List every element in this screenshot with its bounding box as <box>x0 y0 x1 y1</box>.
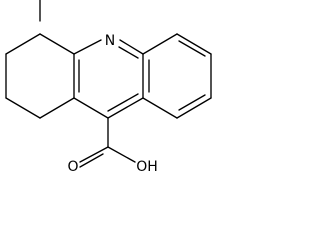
bond-carboxyl-carbonyl <box>79 146 109 163</box>
bond-benzene-top-right-double <box>178 40 206 57</box>
bond-pyridine-bottom-right <box>107 97 144 119</box>
chemical-structure-diagram: N O OH <box>5 0 212 175</box>
bond-ring1-bottom-left <box>5 97 41 119</box>
bond-ring1-top-right <box>39 33 75 55</box>
bond-pyridine-bottom-right-double <box>107 93 139 112</box>
nitrogen-atom-label: N <box>105 33 115 49</box>
bond-ring1-top-left <box>5 33 41 55</box>
bond-benzene-top-left <box>142 33 178 55</box>
bond-pyridine-n-c-double <box>118 46 139 59</box>
bond-carboxyl-hydroxyl <box>107 146 136 163</box>
carbonyl-oxygen-label: O <box>67 159 78 175</box>
bond-pyridine-c-n <box>73 39 102 55</box>
bond-carboxyl-carbonyl-double <box>79 153 104 168</box>
bond-benzene-bottom-right <box>176 97 212 119</box>
structure-canvas: N O OH <box>5 0 212 175</box>
bond-ring1-bottom-right <box>39 97 75 119</box>
hydroxyl-group-label: OH <box>136 159 158 175</box>
bond-pyridine-n-c <box>119 39 144 55</box>
bond-pyridine-bottom-left <box>73 97 109 119</box>
bond-benzene-bottom-right-double <box>178 94 206 111</box>
bond-benzene-top-right <box>176 33 212 55</box>
bond-benzene-bottom-left <box>142 97 178 119</box>
